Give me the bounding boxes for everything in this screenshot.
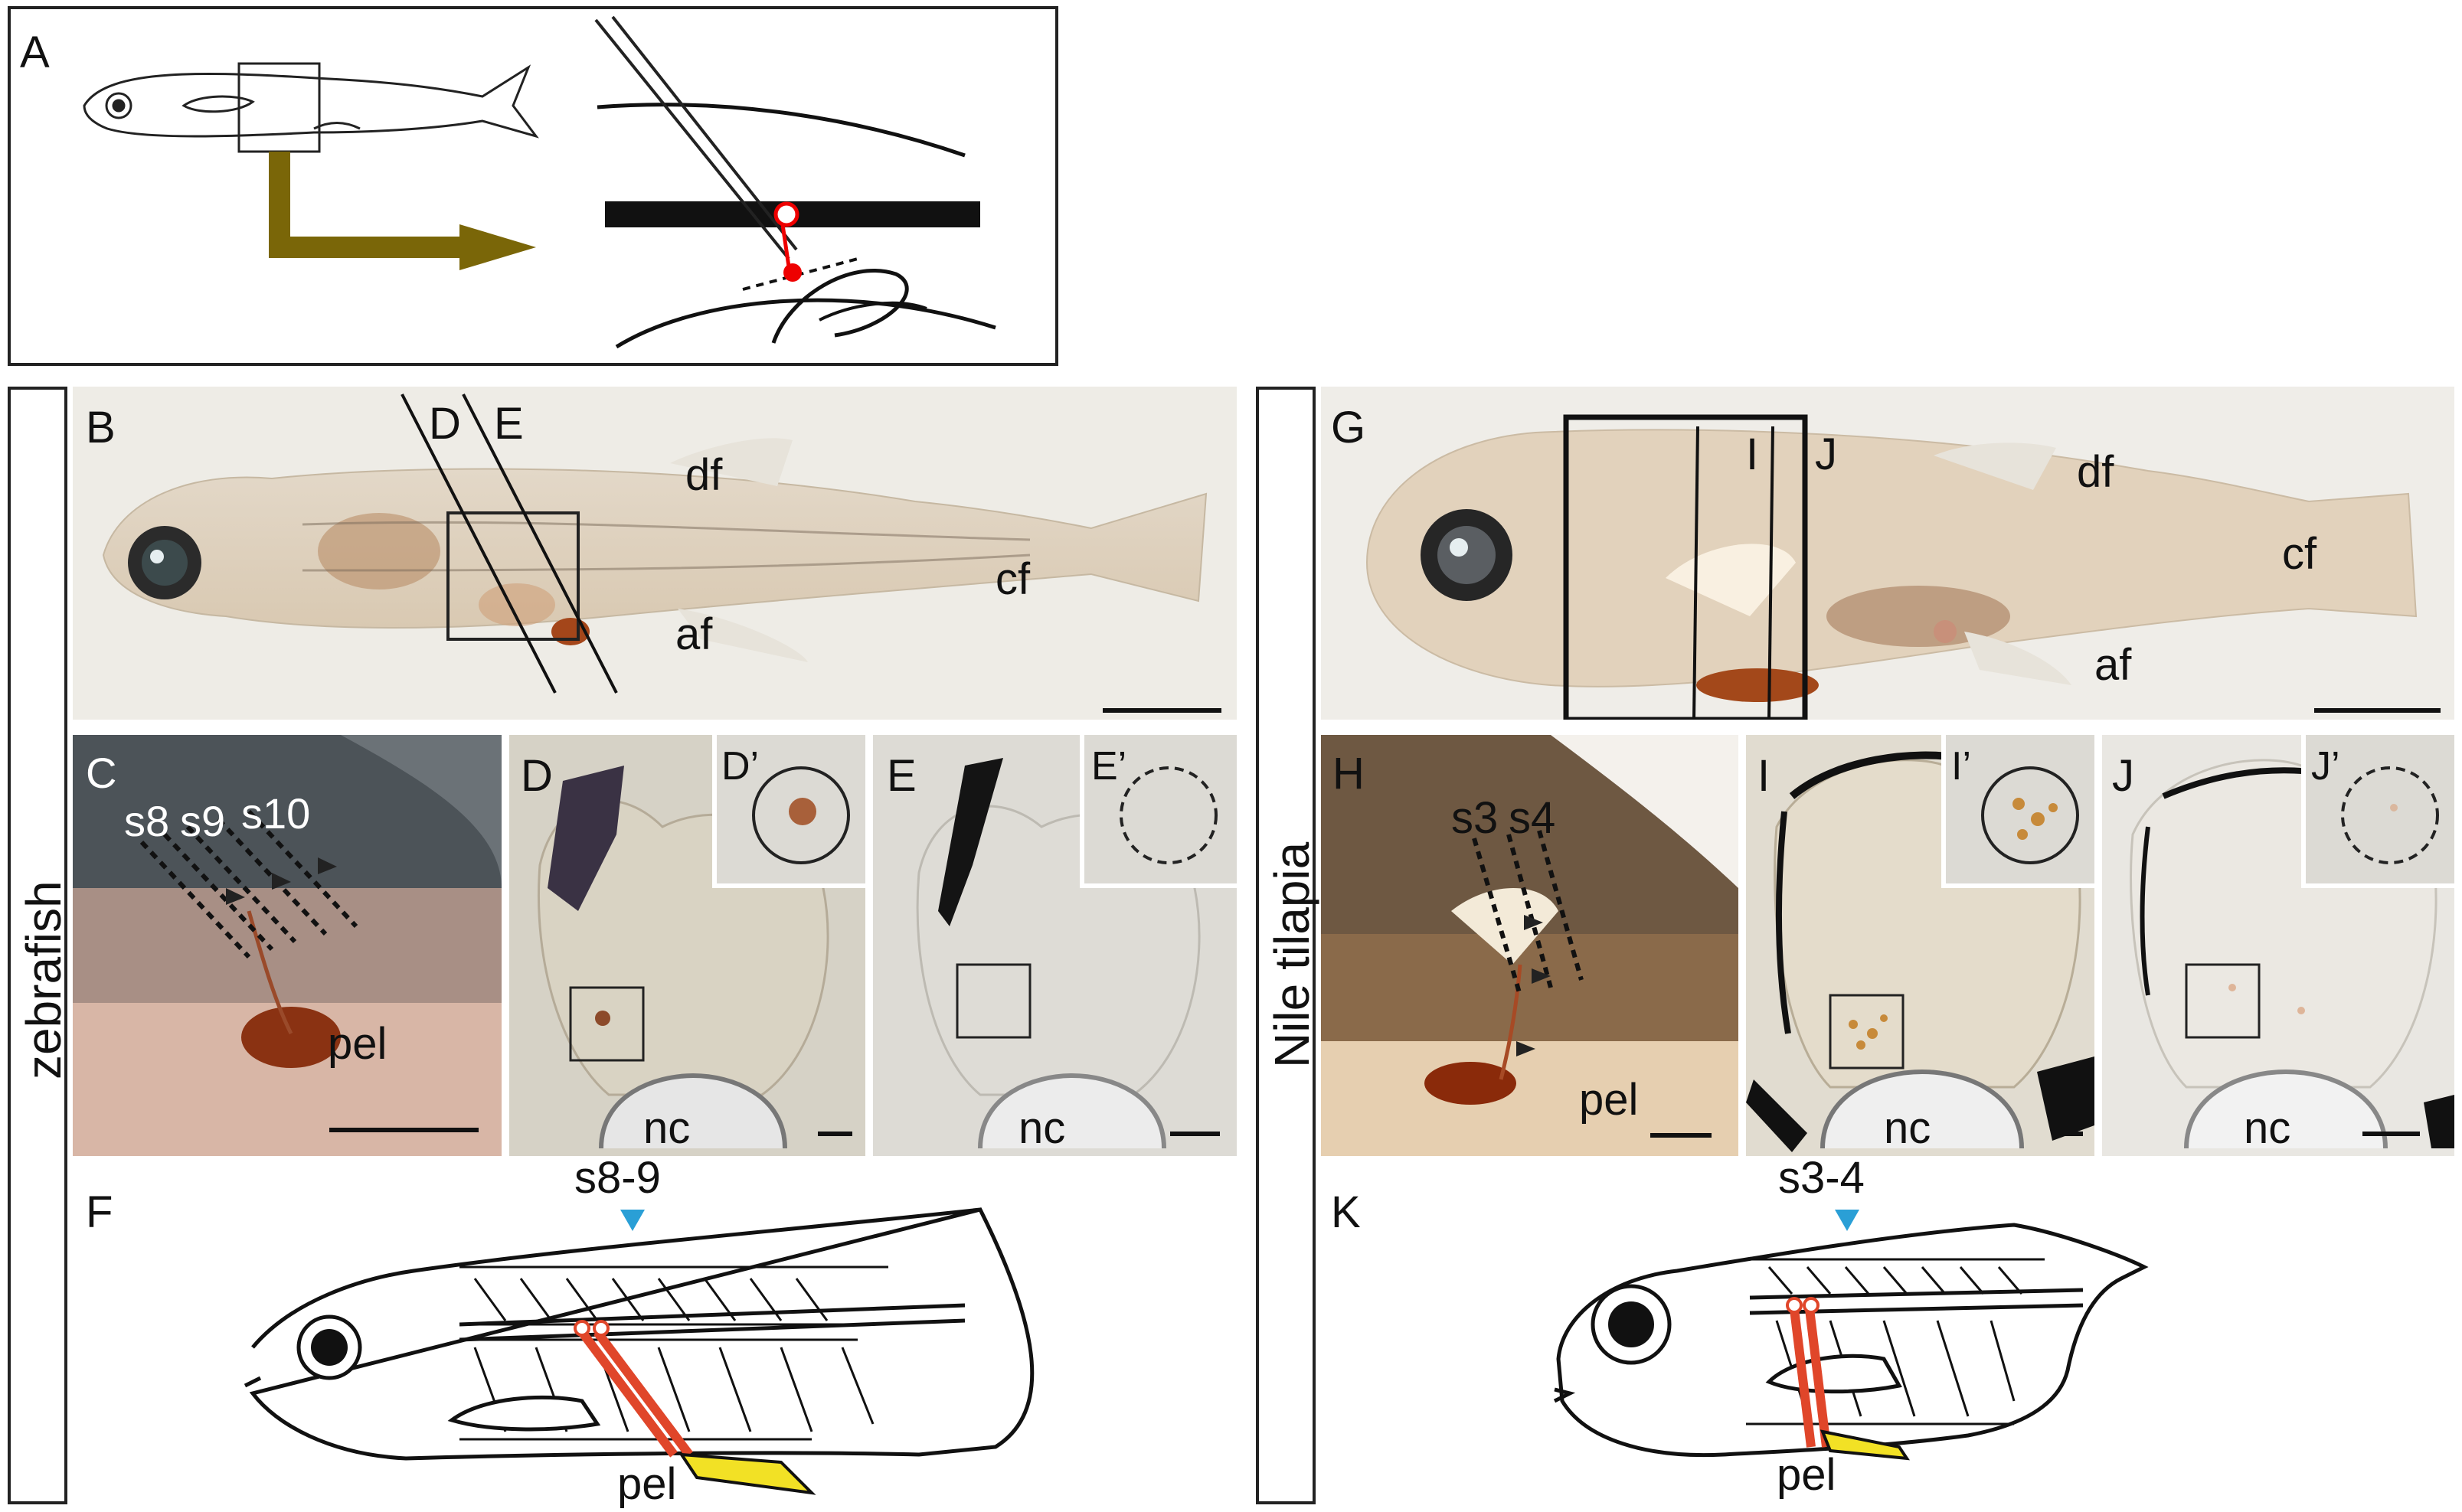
tilapia-df-label: df <box>2077 447 2114 497</box>
small-fish-icon <box>83 64 539 139</box>
panel-d-scale-bar <box>818 1132 852 1136</box>
panel-g-scale-bar <box>2314 708 2441 713</box>
panel-j-prime-inset <box>2301 735 2454 888</box>
tilapia-s3-label: s3 <box>1451 793 1499 843</box>
needle-icon <box>594 15 798 260</box>
panel-d-nc-label: nc <box>643 1103 691 1153</box>
tilapia-s4-label: s4 <box>1509 793 1556 843</box>
motor-neuron-icon <box>1786 1297 1831 1448</box>
panel-f-label: F <box>86 1187 113 1237</box>
panel-b-scale-bar <box>1103 708 1221 713</box>
panel-b-label: B <box>86 403 116 452</box>
tilapia-marker-label: s3-4 <box>1778 1153 1865 1203</box>
panel-b-photo <box>73 387 1237 720</box>
zebrafish-s10-label: s10 <box>241 789 311 838</box>
d-prime-inset-image <box>752 766 850 864</box>
panel-d-label: D <box>521 751 553 801</box>
zebrafish-line-d-label: D <box>429 399 461 449</box>
motor-neuron-icon <box>574 1320 693 1458</box>
zebrafish-line-e-label: E <box>494 399 524 449</box>
i-prime-inset-image <box>1981 766 2079 864</box>
panel-i-prime-inset <box>1941 735 2094 888</box>
panel-j-prime-label: J’ <box>2311 744 2340 789</box>
panel-i-label: I <box>1757 751 1770 801</box>
tilapia-af-label: af <box>2094 640 2132 690</box>
panel-c-scale-bar <box>329 1128 479 1132</box>
segment-marker-icon <box>1835 1210 1859 1231</box>
panel-c-label: C <box>86 749 117 797</box>
panel-e-nc-label: nc <box>1018 1103 1066 1153</box>
panel-j-scale-bar <box>2362 1132 2420 1136</box>
panel-i-nc-label: nc <box>1884 1103 1931 1153</box>
tilapia-sidebar <box>1256 387 1316 1504</box>
panel-e-prime-inset <box>1080 735 1237 888</box>
panel-a-label: A <box>20 28 50 77</box>
tilapia-cf-label: cf <box>2282 529 2317 579</box>
zebrafish-pel-label: pel <box>328 1019 387 1069</box>
panel-h-photo <box>1321 735 1738 1156</box>
zebrafish-df-label: df <box>685 450 723 500</box>
tilapia-closeup-image <box>1321 735 1738 1156</box>
tilapia-larva-image <box>1365 414 2418 720</box>
tilapia-pel-label: pel <box>1579 1075 1639 1125</box>
neuron-icon <box>773 201 802 282</box>
panel-g-label: G <box>1331 403 1366 452</box>
j-prime-inset-image <box>2341 766 2439 864</box>
zebrafish-sidebar <box>8 387 67 1504</box>
tilapia-species-label: Nile tilapia <box>1264 841 1319 1068</box>
panel-h-label: H <box>1332 749 1365 798</box>
panel-e-label: E <box>887 751 917 801</box>
panel-h-scale-bar <box>1650 1133 1712 1138</box>
zebrafish-s9-label: s9 <box>180 797 226 845</box>
zebrafish-larva-image <box>102 394 1208 694</box>
zebrafish-af-label: af <box>675 609 713 659</box>
panel-a-schematic <box>83 15 996 349</box>
panel-i-scale-bar <box>2052 1132 2083 1136</box>
pelvic-fin-icon <box>1820 1429 1911 1461</box>
zebrafish-marker-label: s8-9 <box>574 1153 661 1203</box>
panel-i-photo <box>1746 735 2094 1156</box>
panel-c-photo <box>73 735 502 1156</box>
panel-k-label: K <box>1331 1187 1361 1237</box>
segment-marker-icon <box>620 1210 645 1231</box>
panel-d-prime-inset <box>712 735 865 888</box>
magnified-schematic <box>597 103 996 349</box>
panel-e-scale-bar <box>1170 1132 1220 1136</box>
panel-a-frame <box>8 6 1058 366</box>
panel-e-prime-label: E’ <box>1091 744 1127 789</box>
panel-d-prime-label: D’ <box>721 744 760 789</box>
zebrafish-cf-label: cf <box>996 554 1031 604</box>
olive-arrow-icon <box>269 152 467 258</box>
zebrafish-schematic <box>244 1207 1035 1495</box>
tilapia-line-i-label: I <box>1746 429 1759 479</box>
panel-j-nc-label: nc <box>2244 1103 2291 1153</box>
panel-g-photo <box>1321 387 2454 720</box>
tilapia-schematic <box>1553 1210 2149 1461</box>
panel-i-prime-label: I’ <box>1951 744 1971 789</box>
tilapia-line-j-label: J <box>1815 429 1837 479</box>
panel-j-label: J <box>2112 751 2134 801</box>
pelvic-fin-icon <box>678 1452 816 1495</box>
zebrafish-species-label: zebrafish <box>16 880 71 1079</box>
tilapia-schematic-pel-label: pel <box>1777 1450 1836 1500</box>
zebrafish-schematic-pel-label: pel <box>617 1459 677 1509</box>
zebrafish-s8-label: s8 <box>124 797 170 845</box>
e-prime-inset-image <box>1120 766 1218 864</box>
